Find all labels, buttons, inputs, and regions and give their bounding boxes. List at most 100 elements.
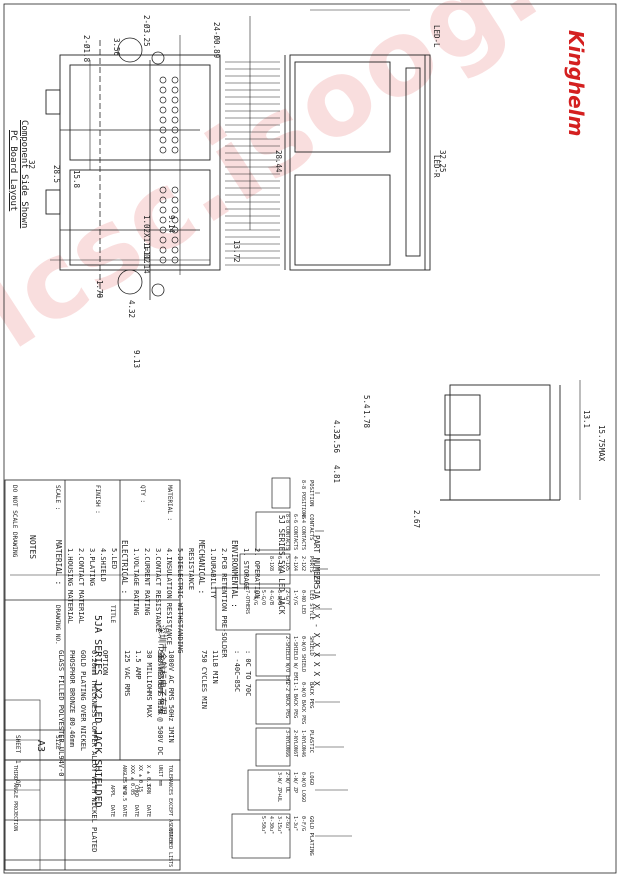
- part-table-row: 2-NYLON6T: [292, 730, 298, 758]
- pcb-dim-label: 2-Ø1.8: [82, 35, 91, 63]
- pin-hole: [171, 246, 179, 254]
- pcb-dim-label: 4.32: [127, 300, 136, 319]
- notes-item-value: 500 MEGOHMS MIN @ 500V DC: [156, 650, 164, 756]
- notes-title: NOTES: [28, 535, 37, 560]
- part-table-box: [255, 511, 291, 551]
- side-dim-label: 13.1: [582, 410, 591, 429]
- part-table-row: 2-W/ UL: [284, 772, 290, 794]
- drawing-no-label: DRAWING NO.: [54, 605, 61, 645]
- notes-item-label: 3.CONTACT RESISTANCE: [154, 548, 162, 633]
- notes-item-value: GLASS FILLED POLYESTER UL94V-0: [57, 650, 65, 777]
- pin-hole: [171, 106, 179, 114]
- part-table-title: SHIELD: [308, 636, 314, 656]
- part-table-row: 0-W/O LOGO: [300, 772, 306, 803]
- part-table-box: [271, 477, 291, 509]
- pin-hole: [171, 126, 179, 134]
- front-view: [284, 54, 431, 271]
- notes-item-label: 3.PLATING: [88, 548, 96, 586]
- notes-item-label: 5.DIELECTRIC WITHSTANDING: [176, 548, 184, 654]
- part-table-row: 0-W/O SHIELD: [300, 636, 306, 673]
- pin-hole: [171, 136, 179, 144]
- approval-date: DATE: [109, 805, 115, 818]
- sheet-border: [3, 3, 617, 874]
- part-table-row: 1-Y/G: [292, 590, 298, 606]
- part-table-title: PLASTIC: [308, 730, 314, 754]
- part-table-row: 1-NYLON46: [300, 730, 306, 758]
- top-view: [45, 54, 221, 271]
- side-view: [440, 384, 561, 501]
- scale-label: SCALE :: [54, 485, 61, 511]
- notes-item-label: 1. STORAGE: [242, 548, 250, 591]
- pcb-dim-label: 1.78: [95, 280, 104, 299]
- pin-hole: [159, 96, 167, 104]
- part-table-row: 2-2 BACK PEG: [284, 682, 290, 719]
- side-dim-label: 15.75MAX: [597, 425, 606, 462]
- part-table-row: 6-6 CONTACTS: [292, 514, 298, 551]
- no-scale-note: DO NOT SCALE DRAWING: [11, 485, 18, 558]
- part-number-tables: [215, 477, 291, 859]
- pin-hole: [159, 116, 167, 124]
- top-view-fins: [225, 61, 280, 266]
- pcb-pins: [159, 76, 179, 264]
- pcb-dim-label: 24-Ø0.89: [212, 22, 221, 59]
- notes-section-heading: MATERIAL :: [54, 540, 63, 586]
- notes-item-label: RESISTANCE: [187, 548, 195, 591]
- pin-hole: [159, 216, 167, 224]
- qty-label: QTY :: [139, 485, 146, 504]
- part-table-row: 0-NO LED: [300, 590, 306, 615]
- part-table-title: POSITION: [308, 480, 314, 507]
- notes-item-label: 2.CURRENT RATING: [143, 548, 151, 616]
- sheet-value: 1: [14, 760, 21, 764]
- projection-note: THIRD ANGLE PROJECTION: [12, 765, 18, 832]
- side-dim-label: 1.78: [362, 410, 371, 429]
- notes-item-value: 125 VAC RMS: [123, 650, 131, 697]
- part-table-row: 0-F/G: [300, 816, 306, 832]
- pcb-title: PC Board Layout: [8, 130, 18, 212]
- part-table-title: CONTACTS: [308, 514, 314, 541]
- part-table-row: 5-50u": [260, 816, 266, 835]
- pin-hole: [159, 126, 167, 134]
- pcb-dim-label: 32: [27, 160, 36, 170]
- notes-item-value: 11LB MIN: [211, 650, 219, 684]
- pin-hole: [171, 96, 179, 104]
- part-table-row: 1-1 BACK PEG: [292, 682, 298, 719]
- notes-item-value: : 0C TO 70C: [244, 650, 252, 697]
- part-table-row: 0-W/O BACK PEG: [300, 682, 306, 725]
- material-label: MATERIAL :: [166, 485, 173, 522]
- pin-hole: [171, 116, 179, 124]
- part-table-title: PORTS: [308, 556, 314, 573]
- part-table-title: LED STYLE: [308, 590, 314, 620]
- notes-section-heading: MECHANICAL :: [197, 540, 206, 595]
- part-table-box: [239, 553, 291, 585]
- notes-item-value: 30 MILLIOHMS MAX: [145, 650, 153, 718]
- side-dim-label: 4.81: [332, 465, 341, 484]
- led-hole: [151, 283, 165, 297]
- part-table-title: BACK PEG: [308, 682, 314, 709]
- pcb-subtitle: Component Side Shown: [19, 120, 29, 229]
- notes-item-label: 1.HOUSING MATERIAL: [66, 548, 74, 624]
- notes-item-label: 5.LED: [110, 548, 118, 570]
- part-table-box: [231, 813, 291, 859]
- part-table-row: 3-B/G: [276, 590, 282, 606]
- part-table-row: 6-G/G: [252, 590, 258, 606]
- part-table-row: 2-SHIELD W/O EMI: [284, 636, 290, 685]
- top-housing: [59, 54, 221, 271]
- part-table-row: 2-6u": [284, 816, 290, 832]
- pin-hole: [159, 76, 167, 84]
- notes-item-value: 750 CYCLES MIN: [200, 650, 208, 710]
- approval-date: DATE: [145, 805, 151, 818]
- pcb-dim-label: 1.02: [142, 245, 151, 264]
- pin-hole: [171, 196, 179, 204]
- unit-label: UNIT mm: [157, 765, 163, 787]
- pin-hole: [159, 186, 167, 194]
- title-label: TITLE: [109, 605, 116, 624]
- front-housing: [289, 54, 431, 271]
- part-number-leaders: [315, 492, 352, 837]
- approval-role: DRN: [145, 785, 151, 795]
- pin-hole: [171, 216, 179, 224]
- notes-item-label: 1.DURABILITY: [209, 548, 217, 599]
- pin-hole: [159, 196, 167, 204]
- notes-item-value: 1000V AC RMS 50Hz 1MIN: [167, 650, 175, 743]
- led-hole: [151, 51, 165, 65]
- pin-hole: [159, 246, 167, 254]
